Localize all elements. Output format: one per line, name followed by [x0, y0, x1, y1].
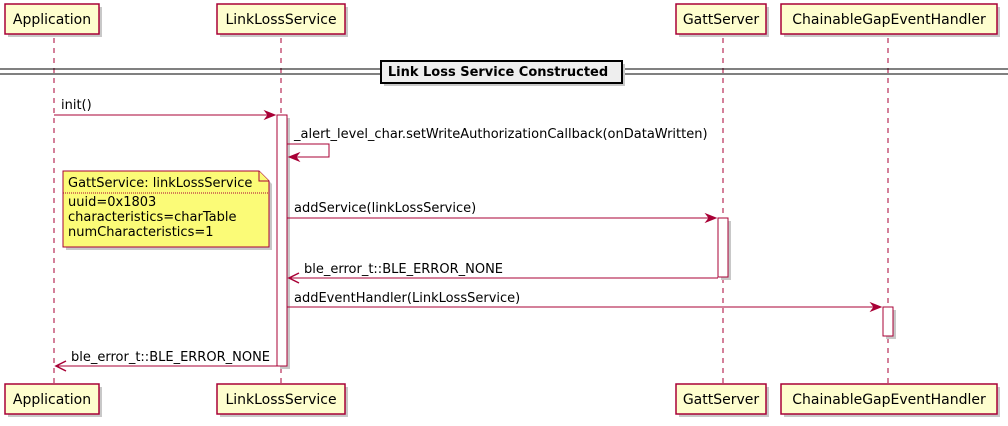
- participant-gap-event-handler-top: ChainableGapEventHandler: [780, 3, 1000, 37]
- activation-link-loss-service: [276, 114, 288, 367]
- note-fold: [258, 171, 269, 182]
- note-title: GattService: linkLossService: [68, 176, 252, 191]
- note-line: numCharacteristics=1: [68, 225, 214, 240]
- participant-gatt-server-bottom: GattServer: [675, 383, 769, 417]
- arrow-head: [869, 301, 883, 313]
- participant-label: GattServer: [683, 392, 760, 408]
- arrow-head: [287, 151, 301, 163]
- note-box: [62, 170, 270, 248]
- message-add-service-return: ble_error_t::BLE_ERROR_NONE: [287, 262, 718, 284]
- participant-application-top: Application: [4, 3, 102, 37]
- arrow-head: [54, 360, 67, 372]
- participant-gatt-server-top: GattServer: [675, 3, 769, 37]
- participant-label: ChainableGapEventHandler: [792, 392, 986, 408]
- arrow-head: [263, 109, 277, 121]
- participant-link-loss-service-top: LinkLossService: [216, 3, 348, 37]
- participant-label: GattServer: [683, 12, 760, 28]
- arrow-head: [704, 212, 718, 224]
- activation-gatt-server: [717, 217, 729, 278]
- participant-label: ChainableGapEventHandler: [792, 12, 986, 28]
- message-add-event-handler: addEventHandler(LinkLossService): [287, 291, 883, 313]
- participant-link-loss-service-bottom: LinkLossService: [216, 383, 348, 417]
- participant-label: LinkLossService: [225, 392, 336, 408]
- participant-label: Application: [13, 12, 91, 28]
- participant-label: LinkLossService: [225, 12, 336, 28]
- divider-label: Link Loss Service Constructed: [388, 65, 608, 80]
- message-label: addEventHandler(LinkLossService): [294, 291, 520, 306]
- divider: Link Loss Service Constructed: [0, 60, 1008, 86]
- message-label: addService(linkLossService): [294, 201, 476, 216]
- message-init: init(): [54, 98, 277, 121]
- message-set-write-authorization-callback: _alert_level_char.setWriteAuthorizationC…: [287, 127, 708, 163]
- note-line: uuid=0x1803: [68, 195, 156, 210]
- arrow-head: [287, 272, 300, 284]
- note-line: characteristics=charTable: [68, 210, 236, 225]
- message-label: ble_error_t::BLE_ERROR_NONE: [71, 350, 270, 365]
- participant-label: Application: [13, 392, 91, 408]
- participant-gap-event-handler-bottom: ChainableGapEventHandler: [780, 383, 1000, 417]
- message-init-return: ble_error_t::BLE_ERROR_NONE: [54, 350, 277, 372]
- activation-gap-event-handler: [882, 306, 894, 337]
- message-label: init(): [61, 98, 92, 113]
- message-add-service: addService(linkLossService): [287, 201, 718, 224]
- message-label: _alert_level_char.setWriteAuthorizationC…: [293, 127, 708, 142]
- divider-box: [380, 60, 623, 84]
- participant-application-bottom: Application: [4, 383, 102, 417]
- message-label: ble_error_t::BLE_ERROR_NONE: [304, 262, 503, 277]
- note-gatt-service: GattService: linkLossService uuid=0x1803…: [62, 170, 272, 250]
